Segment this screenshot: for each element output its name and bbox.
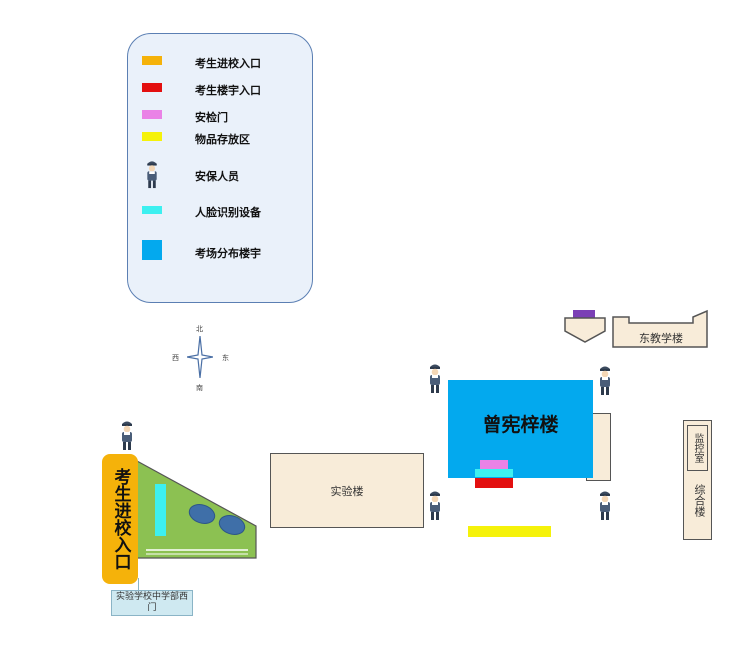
- monitor-room-label: 监控室: [692, 433, 703, 463]
- storage-area-marker: [468, 526, 551, 537]
- main-building-label: 曾宪梓楼: [482, 413, 559, 436]
- legend-item-security-guard: 安保人员: [128, 159, 314, 189]
- legend-item-face-recognition: 人脸识别设备: [128, 201, 314, 223]
- compass-west-label: 西: [172, 354, 179, 362]
- legend-label: 物品存放区: [195, 133, 250, 146]
- legend-label: 考生楼宇入口: [195, 84, 261, 97]
- legend-label: 考生进校入口: [195, 57, 261, 70]
- legend-label: 安检门: [195, 111, 228, 124]
- security-guard-icon: [430, 491, 440, 520]
- face-recognition-gate-marker: [155, 484, 166, 536]
- legend-item-exam-building: 考场分布楼宇: [128, 239, 314, 265]
- building-entrance-marker: [475, 478, 513, 488]
- legend-label: 安保人员: [195, 170, 239, 183]
- west-gate-sign: 实验学校中学部西门: [111, 590, 193, 616]
- compass-star-icon: [187, 336, 213, 378]
- east-building-label: 东教学楼: [639, 332, 683, 345]
- legend-item-security-gate: 安检门: [128, 106, 314, 128]
- legend-item-exam-entrance: 考生进校入口: [128, 52, 314, 74]
- exam-entrance-marker: 考生进校入口: [102, 454, 138, 584]
- compass-east-label: 东: [222, 354, 229, 362]
- cyan-bar-icon: [142, 206, 162, 214]
- comprehensive-building-label: 综合楼: [693, 484, 706, 517]
- orange-bar-icon: [142, 56, 162, 65]
- yellow-bar-icon: [142, 132, 162, 141]
- lab-building-label: 实验楼: [330, 484, 364, 498]
- main-exam-building: 曾宪梓楼: [448, 380, 593, 478]
- legend-item-building-entrance: 考生楼宇入口: [128, 79, 314, 101]
- face-recognition-marker: [475, 469, 513, 477]
- security-guard-icon: [600, 491, 610, 520]
- compass-south-label: 南: [196, 384, 203, 392]
- blue-square-icon: [142, 240, 162, 260]
- legend-label: 考场分布楼宇: [195, 247, 261, 260]
- legend-item-storage: 物品存放区: [128, 128, 314, 150]
- west-gate-connector: [138, 578, 139, 591]
- legend-label: 人脸识别设备: [195, 206, 261, 219]
- purple-gate-marker: [573, 310, 595, 318]
- monitor-room: 监控室: [687, 425, 708, 471]
- gate-house-icon: [564, 317, 606, 343]
- lab-building: 实验楼: [270, 453, 424, 528]
- security-guard-icon: [430, 364, 440, 393]
- security-guard-icon: [147, 161, 157, 189]
- entrance-label: 考生进校入口: [110, 468, 131, 570]
- east-building-outline: [612, 309, 708, 348]
- west-gate-label: 实验学校中学部西门: [115, 592, 188, 613]
- compass-north-label: 北: [196, 325, 203, 333]
- security-gate-marker: [480, 460, 508, 469]
- map-legend: 考生进校入口 考生楼宇入口 安检门 物品存放区 安保人员 人脸识别设备 考场分布…: [127, 33, 313, 303]
- pink-bar-icon: [142, 110, 162, 119]
- security-guard-icon: [600, 366, 610, 395]
- sports-field-lawn: [136, 459, 257, 559]
- red-bar-icon: [142, 83, 162, 92]
- security-guard-icon: [122, 421, 132, 450]
- compass: 北 西 东 南: [172, 322, 236, 394]
